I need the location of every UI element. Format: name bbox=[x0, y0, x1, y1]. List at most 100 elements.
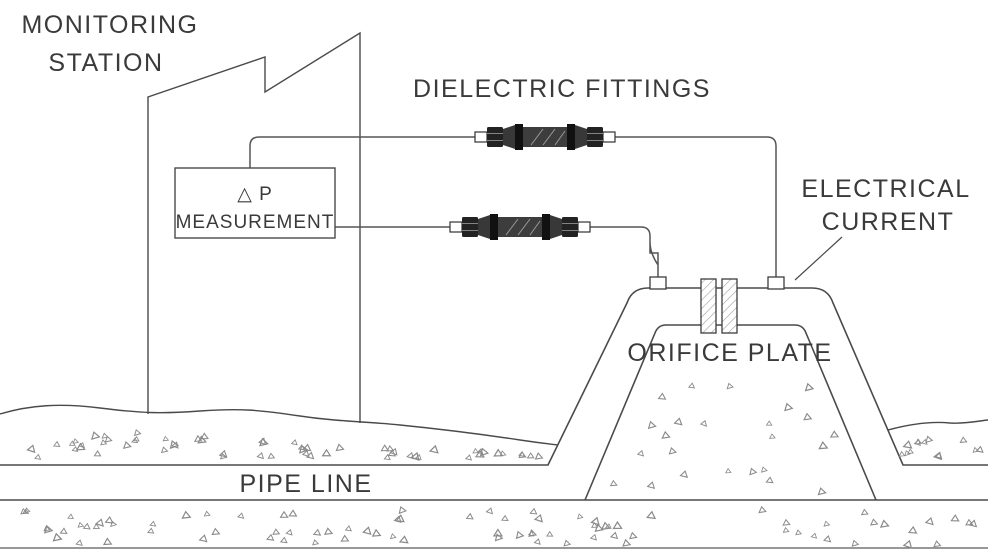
monitoring-station-label-line1: MONITORING bbox=[21, 11, 198, 39]
orifice-plate-left bbox=[700, 278, 717, 334]
stipple-triangle bbox=[818, 441, 828, 450]
stipple-triangle bbox=[389, 532, 397, 539]
stipple-triangle bbox=[280, 536, 288, 544]
stipple-triangle bbox=[527, 452, 535, 459]
stipple-triangle bbox=[816, 486, 827, 496]
stipple-triangle bbox=[371, 529, 381, 537]
stipple-triangle bbox=[322, 449, 331, 457]
stipple-triangle bbox=[291, 438, 299, 446]
stipple-triangle bbox=[162, 435, 169, 442]
ground-surface-line-left bbox=[0, 404, 559, 446]
stipple-triangle bbox=[514, 529, 524, 539]
stipple-triangle bbox=[75, 539, 84, 546]
stipple-triangle bbox=[415, 453, 423, 461]
pipe-line-label: PIPE LINE bbox=[240, 470, 373, 498]
dielectric-fittings-label: DIELECTRIC FITTINGS bbox=[413, 75, 711, 103]
stipple-triangle bbox=[345, 525, 353, 532]
stipple-triangle bbox=[802, 412, 812, 421]
stipple-triangle bbox=[803, 382, 814, 392]
stipple-triangle bbox=[288, 509, 298, 517]
ground-surface-line-right bbox=[887, 419, 988, 431]
ground bbox=[0, 404, 988, 549]
stipple-triangle bbox=[53, 440, 61, 447]
stipple-triangle bbox=[429, 444, 440, 454]
stipple-triangle bbox=[782, 526, 790, 533]
stipple-triangle bbox=[667, 446, 677, 455]
stipple-triangle bbox=[898, 450, 906, 457]
stipple-triangle bbox=[903, 439, 914, 449]
stipple-triangle bbox=[908, 526, 918, 534]
stipple-triangle bbox=[466, 512, 474, 520]
stipple-triangle bbox=[465, 453, 473, 461]
stipple-triangle bbox=[562, 539, 571, 547]
stipple-triangle bbox=[621, 538, 631, 547]
stipple-triangle bbox=[869, 518, 878, 526]
stipple-triangle bbox=[237, 512, 246, 519]
stipple-triangle bbox=[211, 527, 220, 535]
stipple-triangle bbox=[103, 537, 112, 546]
stipple-triangle bbox=[95, 517, 106, 527]
stipple-triangle bbox=[334, 443, 345, 452]
stipple-triangle bbox=[674, 417, 684, 426]
stipple-triangle bbox=[612, 521, 623, 530]
stipple-triangle bbox=[950, 514, 960, 522]
stipple-triangle bbox=[766, 420, 773, 426]
stipple-triangle bbox=[83, 522, 91, 530]
stipple-triangle bbox=[822, 520, 830, 527]
stipple-triangle bbox=[700, 419, 709, 427]
stipple-triangle bbox=[362, 525, 373, 535]
stipple-triangle bbox=[149, 520, 157, 527]
stipple-triangle bbox=[660, 430, 671, 439]
stipple-triangle bbox=[396, 505, 407, 514]
earth-stipple-right bbox=[898, 434, 985, 460]
orifice-plate-right bbox=[721, 278, 738, 334]
stipple-triangle bbox=[609, 479, 618, 487]
stipple-triangle bbox=[272, 528, 280, 535]
stipple-triangle bbox=[399, 535, 409, 544]
orifice-plate-label: ORIFICE PLATE bbox=[627, 339, 832, 367]
stipple-triangle bbox=[725, 468, 732, 474]
stipple-triangle bbox=[59, 527, 68, 534]
orifice-assembly bbox=[649, 276, 785, 334]
stipple-triangle bbox=[267, 452, 275, 459]
stipple-triangle bbox=[768, 433, 776, 439]
stipple-triangle bbox=[105, 516, 114, 524]
stipple-triangle bbox=[279, 511, 289, 518]
stipple-triangle bbox=[914, 438, 922, 445]
stipple-triangle bbox=[534, 513, 545, 523]
stipple-triangle bbox=[830, 430, 839, 438]
dp-measurement-label-line1: △ P bbox=[237, 184, 273, 205]
stipple-triangle bbox=[925, 516, 936, 526]
stipple-triangle bbox=[965, 518, 973, 526]
stipple-triangle bbox=[76, 521, 84, 528]
stipple-triangle bbox=[546, 531, 554, 537]
impulse-tube-lower bbox=[335, 226, 659, 277]
stipple-triangle bbox=[203, 510, 211, 517]
stipple-triangle bbox=[794, 529, 802, 536]
stipple-triangle bbox=[610, 531, 620, 539]
stipple-triangle bbox=[219, 449, 229, 458]
stipple-triangle bbox=[647, 480, 657, 489]
stipple-triangle bbox=[810, 532, 819, 539]
dp-measurement-label-line2: MEASUREMENT bbox=[176, 212, 335, 233]
stipple-triangle bbox=[529, 507, 538, 515]
stipple-triangle bbox=[121, 440, 132, 449]
pressure-tap-downstream bbox=[767, 276, 785, 290]
stipple-triangle bbox=[757, 505, 767, 514]
stipple-triangle bbox=[160, 446, 168, 453]
stipple-triangle bbox=[725, 382, 734, 390]
stipple-triangle bbox=[472, 448, 479, 454]
stipple-triangle bbox=[266, 533, 275, 541]
stipple-triangle bbox=[823, 534, 833, 543]
stipple-triangle bbox=[323, 527, 333, 535]
stipple-triangle bbox=[167, 439, 179, 449]
stipple-triangle bbox=[147, 527, 155, 534]
stipple-triangle bbox=[534, 452, 543, 460]
stipple-triangle bbox=[959, 436, 968, 443]
stipple-triangle bbox=[759, 465, 768, 473]
stipple-triangle bbox=[313, 528, 322, 536]
earth-stipple-under-hump bbox=[609, 382, 839, 496]
dielectric-fitting-upper-icon bbox=[474, 123, 616, 151]
